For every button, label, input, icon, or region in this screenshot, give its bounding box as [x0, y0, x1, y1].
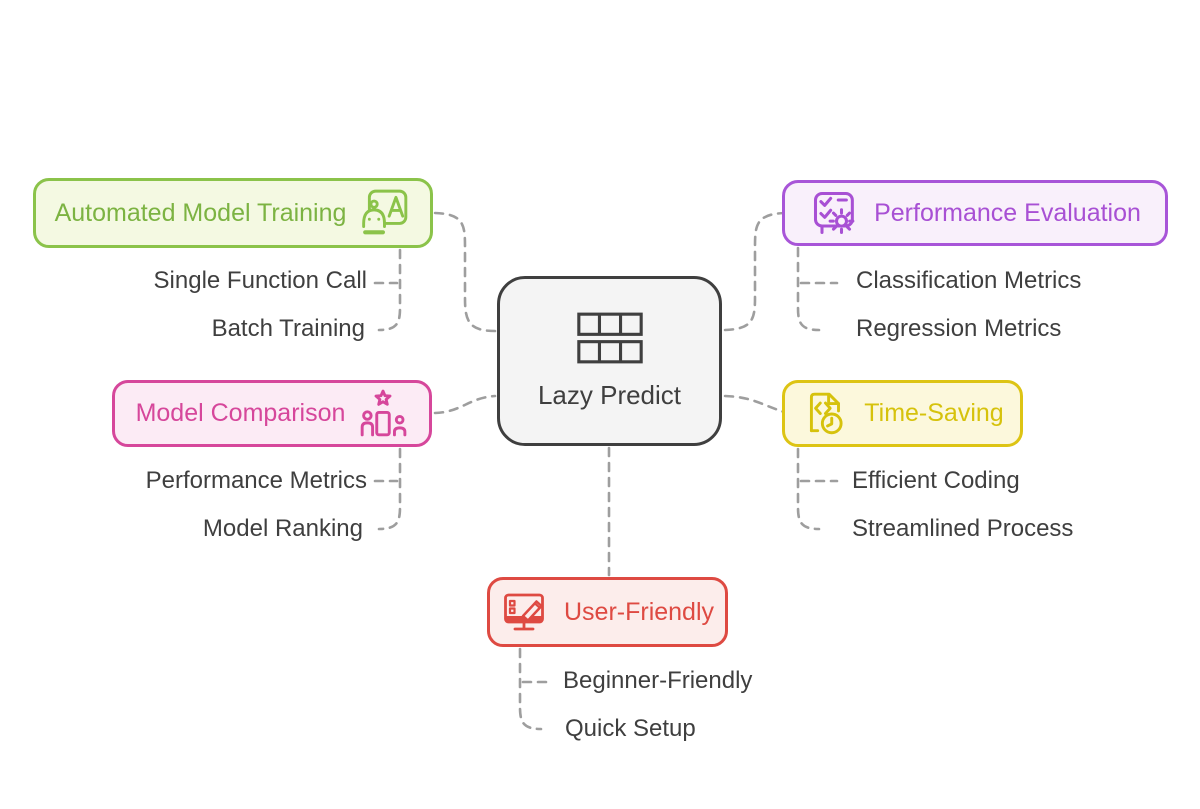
connector-pink-to-center [433, 394, 497, 415]
node-time-saving[interactable]: Time-Saving [782, 380, 1023, 447]
sub-label-batch-training[interactable]: Batch Training [211, 315, 365, 342]
ranking-podium-icon [358, 389, 408, 439]
node-lazy-predict[interactable]: Lazy Predict [497, 276, 722, 446]
sub-label-efficient-coding[interactable]: Efficient Coding [852, 467, 1020, 494]
sub-label-quick-setup[interactable]: Quick Setup [565, 715, 696, 742]
checklist-gear-icon [809, 187, 861, 239]
branch-label: Automated Model Training [54, 198, 347, 227]
connector-red-children [518, 647, 543, 731]
node-automated-model-training[interactable]: Automated Model Training [33, 178, 433, 248]
sub-label-model-ranking[interactable]: Model Ranking [202, 515, 363, 542]
sub-label-streamlined-process[interactable]: Streamlined Process [852, 515, 1074, 542]
robot-training-icon [359, 188, 411, 238]
branch-label: Time-Saving [864, 399, 1004, 427]
center-label: Lazy Predict [537, 379, 682, 410]
monitor-pencil-icon [501, 588, 551, 636]
table-grid-icon [576, 312, 643, 364]
connector-green-children [377, 248, 402, 332]
sub-label-beginner-friendly[interactable]: Beginner-Friendly [563, 667, 753, 694]
branch-label: Performance Evaluation [874, 198, 1141, 227]
connector-purple-children [796, 246, 821, 332]
connector-pink-children [377, 447, 402, 531]
sub-label-classification-metrics[interactable]: Classification Metrics [856, 267, 1082, 294]
branch-label: User-Friendly [563, 597, 715, 626]
sub-label-regression-metrics[interactable]: Regression Metrics [856, 315, 1062, 342]
sub-label-single-function-call[interactable]: Single Function Call [153, 267, 367, 294]
connector-green-to-center [433, 211, 497, 333]
connector-center-to-yellow [723, 394, 786, 414]
branch-label: Model Comparison [135, 399, 346, 427]
node-performance-evaluation[interactable]: Performance Evaluation [782, 180, 1168, 246]
node-user-friendly[interactable]: User-Friendly [487, 577, 728, 647]
sub-label-performance-metrics[interactable]: Performance Metrics [145, 467, 367, 494]
code-file-clock-icon [801, 389, 851, 439]
connector-center-to-purple [723, 211, 787, 332]
connector-yellow-children [796, 447, 821, 531]
node-model-comparison[interactable]: Model Comparison [112, 380, 432, 447]
